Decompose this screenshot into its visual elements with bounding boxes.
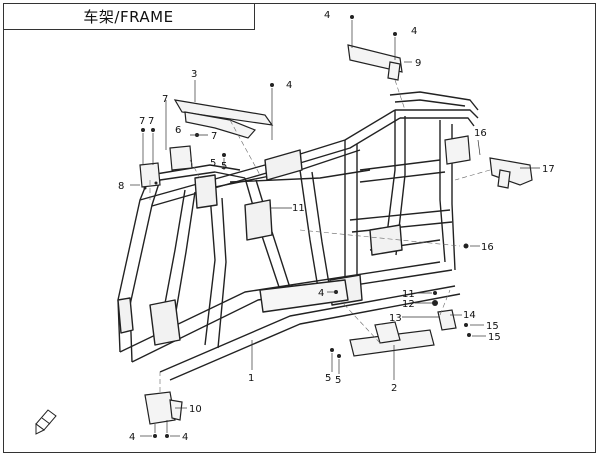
callout-1: 1 — [248, 373, 254, 384]
callout-5: 5 — [335, 375, 341, 386]
callout-16: 16 — [481, 242, 494, 253]
callout-4: 4 — [324, 10, 330, 21]
callout-11: 11 — [402, 289, 415, 300]
callout-7: 7 — [162, 94, 168, 105]
callout-10: 10 — [189, 404, 202, 415]
callout-15: 15 — [488, 332, 501, 343]
callout-3: 3 — [191, 69, 197, 80]
callout-7: 7 — [139, 116, 145, 127]
leader-lines — [130, 20, 540, 437]
callout-5: 5 — [210, 158, 216, 169]
front-direction-arrow-icon — [35, 409, 57, 435]
part-10-bracket — [144, 391, 183, 425]
callout-4: 4 — [286, 80, 292, 91]
callout-4: 4 — [318, 288, 324, 299]
part-6-bracket — [169, 145, 193, 171]
callout-labels: 4 4 9 3 4 7 7 7 6 7 5 5 8 11 16 17 16 4 … — [118, 10, 555, 443]
callout-4: 4 — [182, 432, 188, 443]
callout-4: 4 — [129, 432, 135, 443]
callout-8: 8 — [118, 181, 124, 192]
sheet-border — [3, 3, 596, 453]
callout-6: 6 — [175, 125, 181, 136]
part-9-bracket — [347, 44, 403, 81]
callout-11: 11 — [292, 203, 305, 214]
part-17-bracket — [489, 157, 533, 189]
callout-14: 14 — [463, 310, 476, 321]
callout-5: 5 — [221, 161, 227, 172]
callout-16: 16 — [474, 128, 487, 139]
callout-12: 12 — [402, 299, 415, 310]
part-3-bracket — [173, 99, 274, 139]
callout-5: 5 — [325, 373, 331, 384]
diagram-title: 车架/FRAME — [3, 3, 255, 30]
callout-9: 9 — [415, 58, 421, 69]
callout-7: 7 — [211, 131, 217, 142]
callout-4: 4 — [411, 26, 417, 37]
callout-13: 13 — [389, 313, 402, 324]
callout-17: 17 — [542, 164, 555, 175]
alignment-lines — [149, 79, 491, 392]
part-2-bracket — [349, 321, 435, 357]
part-16-plate — [444, 135, 471, 165]
part-8-plate — [139, 162, 161, 188]
callout-15: 15 — [486, 321, 499, 332]
frame-assembly — [117, 91, 479, 381]
fasteners — [141, 15, 471, 438]
callout-2: 2 — [391, 383, 397, 394]
callout-7: 7 — [148, 116, 154, 127]
